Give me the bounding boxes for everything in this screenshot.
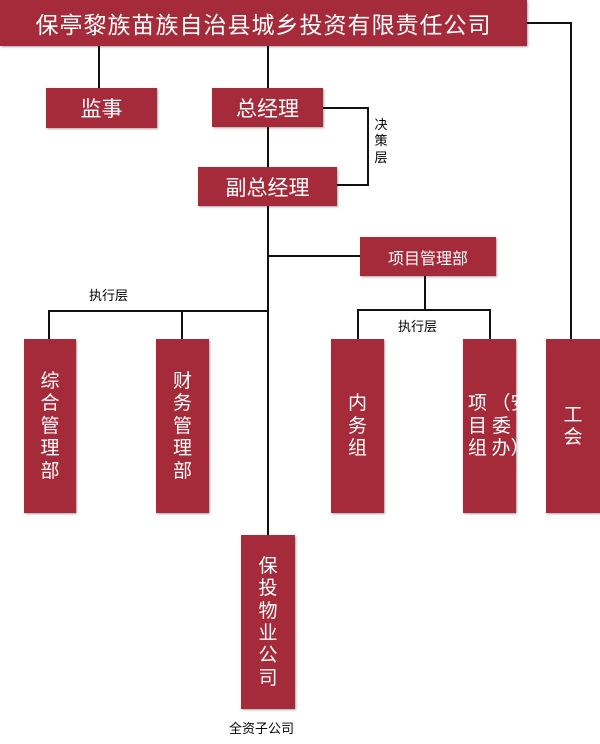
decision-layer-label: 决策层 xyxy=(374,118,388,166)
labor-union-box[interactable]: 工会 xyxy=(546,339,600,513)
union-connector-horizontal xyxy=(526,22,572,24)
connector-to-general-mgmt xyxy=(48,310,50,339)
execution-layer-label-left: 执行层 xyxy=(89,289,129,304)
project-group-box[interactable]: （安委办） 项目组 xyxy=(463,339,530,513)
decision-bracket-side xyxy=(367,107,369,186)
right-branch-bar xyxy=(357,309,491,311)
company-title-box[interactable]: 保亭黎族苗族自治县城乡投资有限责任公司 xyxy=(0,0,527,46)
connector-to-project-group xyxy=(489,309,491,339)
union-connector-vertical xyxy=(570,22,572,339)
company-title: 保亭黎族苗族自治县城乡投资有限责任公司 xyxy=(35,13,492,39)
connector-to-internal-affairs xyxy=(357,309,359,339)
wholly-owned-subsidiary-label: 全资子公司 xyxy=(229,722,295,737)
internal-affairs-group-box[interactable]: 内务组 xyxy=(331,339,384,513)
project-group-label: 项目组 xyxy=(468,392,488,460)
connector-trunk-to-project-dept xyxy=(267,255,360,257)
supervisor-label: 监事 xyxy=(80,97,123,121)
left-branch-bar xyxy=(48,310,269,312)
connector-root-to-supervisor xyxy=(98,46,100,88)
general-management-dept-label: 综合管理部 xyxy=(40,369,60,482)
connector-project-dept-down xyxy=(424,276,426,310)
finance-management-dept-box[interactable]: 财务管理部 xyxy=(156,339,209,513)
connector-to-finance-mgmt xyxy=(181,310,183,339)
decision-bracket-bottom xyxy=(337,184,369,186)
general-manager-box[interactable]: 总经理 xyxy=(212,88,323,127)
main-trunk xyxy=(267,205,269,535)
internal-affairs-group-label: 内务组 xyxy=(347,392,367,460)
labor-union-label: 工会 xyxy=(563,403,583,448)
property-company-box[interactable]: 保投物业公司 xyxy=(241,535,295,709)
deputy-general-manager-label: 副总经理 xyxy=(225,175,310,200)
general-management-dept-box[interactable]: 综合管理部 xyxy=(24,339,76,513)
deputy-general-manager-box[interactable]: 副总经理 xyxy=(198,167,337,206)
property-company-label: 保投物业公司 xyxy=(258,554,278,689)
finance-management-dept-label: 财务管理部 xyxy=(172,369,192,482)
supervisor-box[interactable]: 监事 xyxy=(46,88,157,128)
general-manager-label: 总经理 xyxy=(236,96,299,121)
connector-root-to-gm xyxy=(267,46,269,88)
project-management-dept-box[interactable]: 项目管理部 xyxy=(360,237,496,276)
connector-gm-to-deputy xyxy=(267,127,269,167)
execution-layer-label-right: 执行层 xyxy=(398,320,438,335)
decision-bracket-top xyxy=(323,107,369,109)
safety-committee-office-label: （安委办） xyxy=(491,392,530,460)
project-management-dept-label: 项目管理部 xyxy=(387,248,468,268)
